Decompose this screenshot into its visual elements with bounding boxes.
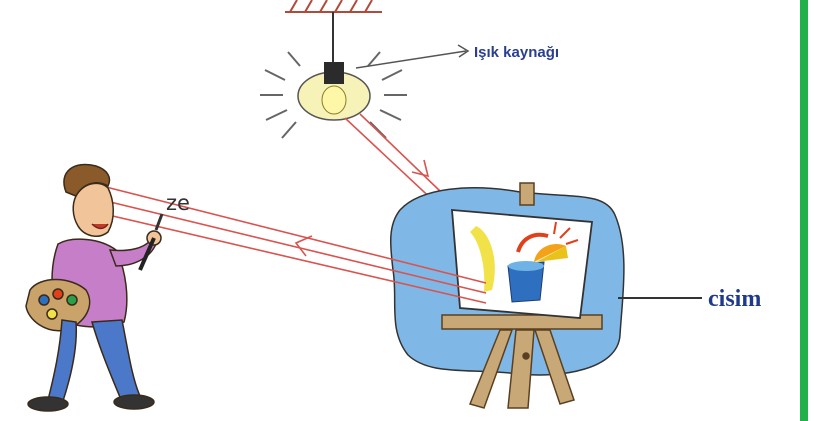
eye-text-fragment: ze	[166, 191, 190, 215]
light-source-pointer	[356, 45, 468, 68]
light-source-label: Işık kaynağı	[474, 44, 559, 61]
painter-figure-icon	[26, 164, 162, 411]
right-border-bar	[800, 0, 808, 421]
light-bulb-icon	[260, 52, 407, 138]
object-label: cisim	[708, 286, 761, 312]
ceiling-mount-icon	[285, 0, 382, 12]
painting-icon	[452, 210, 592, 318]
